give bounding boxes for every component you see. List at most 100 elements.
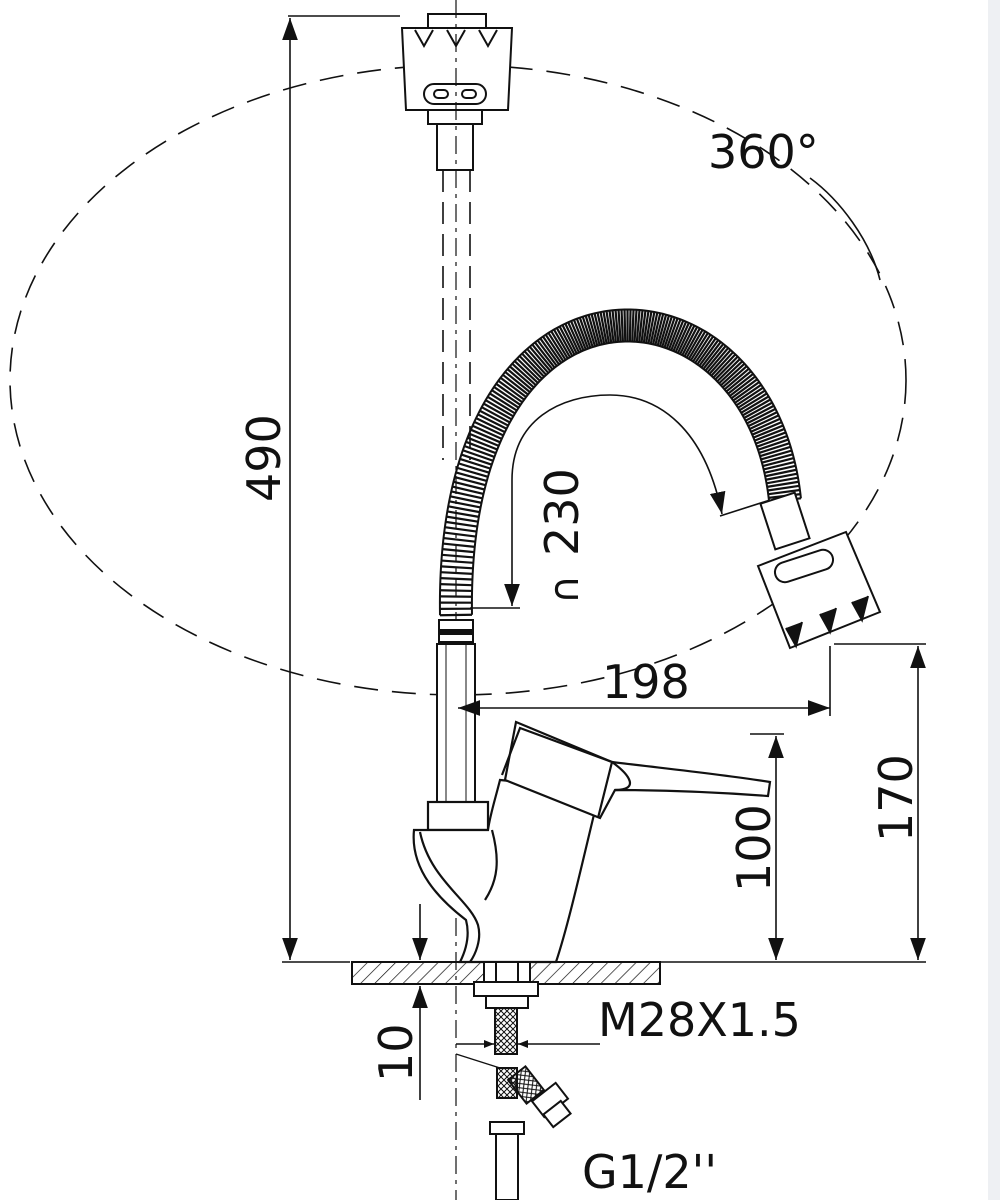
spout-height-label: 170 xyxy=(869,754,923,842)
supply-hoses xyxy=(455,1007,572,1200)
hose-rib xyxy=(440,571,473,575)
hose-rib xyxy=(670,320,685,351)
hose-rib xyxy=(479,409,509,427)
hose-rib xyxy=(485,399,514,418)
hose-rib xyxy=(765,472,798,481)
hose-rib xyxy=(511,362,537,386)
hose-rib xyxy=(743,401,773,419)
hose-rib xyxy=(737,389,766,409)
hose-rib xyxy=(454,476,486,487)
hose-rib xyxy=(596,312,606,345)
hose-rib xyxy=(493,386,522,406)
hose-rib xyxy=(442,542,475,548)
hose-rib xyxy=(553,328,571,358)
hose-rib xyxy=(739,392,768,412)
hose-rib xyxy=(723,367,750,391)
hose-edge xyxy=(438,308,802,616)
hose-rib xyxy=(742,398,771,417)
hose-rib xyxy=(590,313,601,346)
hose-rib xyxy=(679,325,696,355)
inlet-thread-label: G1/2'' xyxy=(582,1145,717,1199)
hose-rib xyxy=(661,316,673,348)
hose-rib xyxy=(725,370,752,393)
hose-rib xyxy=(764,464,796,474)
hose-rib xyxy=(706,347,730,374)
hose-rib xyxy=(470,428,501,444)
hose-rib xyxy=(572,319,587,350)
hose-radius-label: 230 xyxy=(535,468,589,556)
hose-rib xyxy=(477,413,508,430)
hose-rib xyxy=(652,312,662,345)
hose-rib xyxy=(710,351,734,377)
hose-rib xyxy=(714,355,739,381)
hose-rib xyxy=(645,311,653,344)
mixer-body xyxy=(412,720,772,964)
rotation-ellipse xyxy=(9,64,907,696)
hose-rib xyxy=(444,526,477,533)
hose-edge xyxy=(470,340,771,615)
hose-rib xyxy=(495,382,523,404)
hose-rib xyxy=(704,345,727,372)
hose-rib xyxy=(747,411,778,428)
hose-rib xyxy=(455,471,488,482)
hose-rib xyxy=(465,440,497,455)
hose-rib xyxy=(504,371,531,393)
hose-rib xyxy=(587,314,599,346)
hose-rib xyxy=(623,309,627,342)
mounting-nut xyxy=(473,961,539,1009)
rotation-angle-label: 360° xyxy=(708,125,819,179)
hose-rib xyxy=(536,339,558,367)
hose-rib xyxy=(531,343,554,371)
riser-pipe xyxy=(436,619,476,803)
dimension-labels: 360° 490 230 ∩ 198 170 100 10 M28X1.5 G1… xyxy=(237,125,923,1199)
hose-rib xyxy=(734,383,762,404)
hose-rib xyxy=(542,335,563,364)
hose-rib xyxy=(523,350,547,376)
hose-rib xyxy=(727,372,754,395)
hose-rib xyxy=(665,317,679,349)
hose-rib xyxy=(702,343,725,370)
hose-rib xyxy=(459,457,491,470)
flexible-hose xyxy=(438,308,802,617)
hose-rib xyxy=(667,318,682,350)
hose-rib xyxy=(489,392,518,412)
hose-rib xyxy=(754,427,785,442)
hose-rib xyxy=(721,365,748,389)
hose-rib xyxy=(447,510,480,518)
hose-rib xyxy=(452,485,484,495)
approx-symbol: ∩ xyxy=(542,575,588,604)
hose-rib xyxy=(448,505,480,514)
hose-rib xyxy=(528,345,552,372)
hose-rib xyxy=(685,329,704,359)
hose-rib xyxy=(518,355,543,380)
scroll-rail xyxy=(988,0,1000,1200)
hose-rib xyxy=(753,424,784,439)
hose-rib xyxy=(696,337,717,366)
hose-rib xyxy=(456,466,489,478)
hose-rib xyxy=(687,330,707,360)
hose-rib xyxy=(614,309,620,342)
hose-rib xyxy=(564,323,580,354)
hose-rib xyxy=(593,313,604,345)
hose-rib xyxy=(599,311,608,344)
hose-rib xyxy=(654,313,665,346)
hose-rib xyxy=(605,310,613,343)
hose-rib xyxy=(575,318,590,350)
hose-rib xyxy=(631,309,635,342)
hose-rib xyxy=(712,353,737,379)
total-height-label: 490 xyxy=(237,414,291,502)
body-height-label: 100 xyxy=(727,804,781,892)
hose-rib xyxy=(463,444,495,458)
hose-vertical-phantom xyxy=(442,170,471,460)
hose-rib xyxy=(647,311,656,344)
hose-rib xyxy=(756,434,788,448)
hose-rib xyxy=(761,453,794,464)
hose-rib xyxy=(755,431,787,445)
hose-rib xyxy=(763,460,796,471)
aerator-top xyxy=(400,13,514,171)
hose-rib xyxy=(749,414,780,430)
hose-rib xyxy=(658,315,671,347)
hose-rib xyxy=(745,404,775,422)
hose-rib xyxy=(746,407,776,425)
hose-rib xyxy=(700,341,722,369)
